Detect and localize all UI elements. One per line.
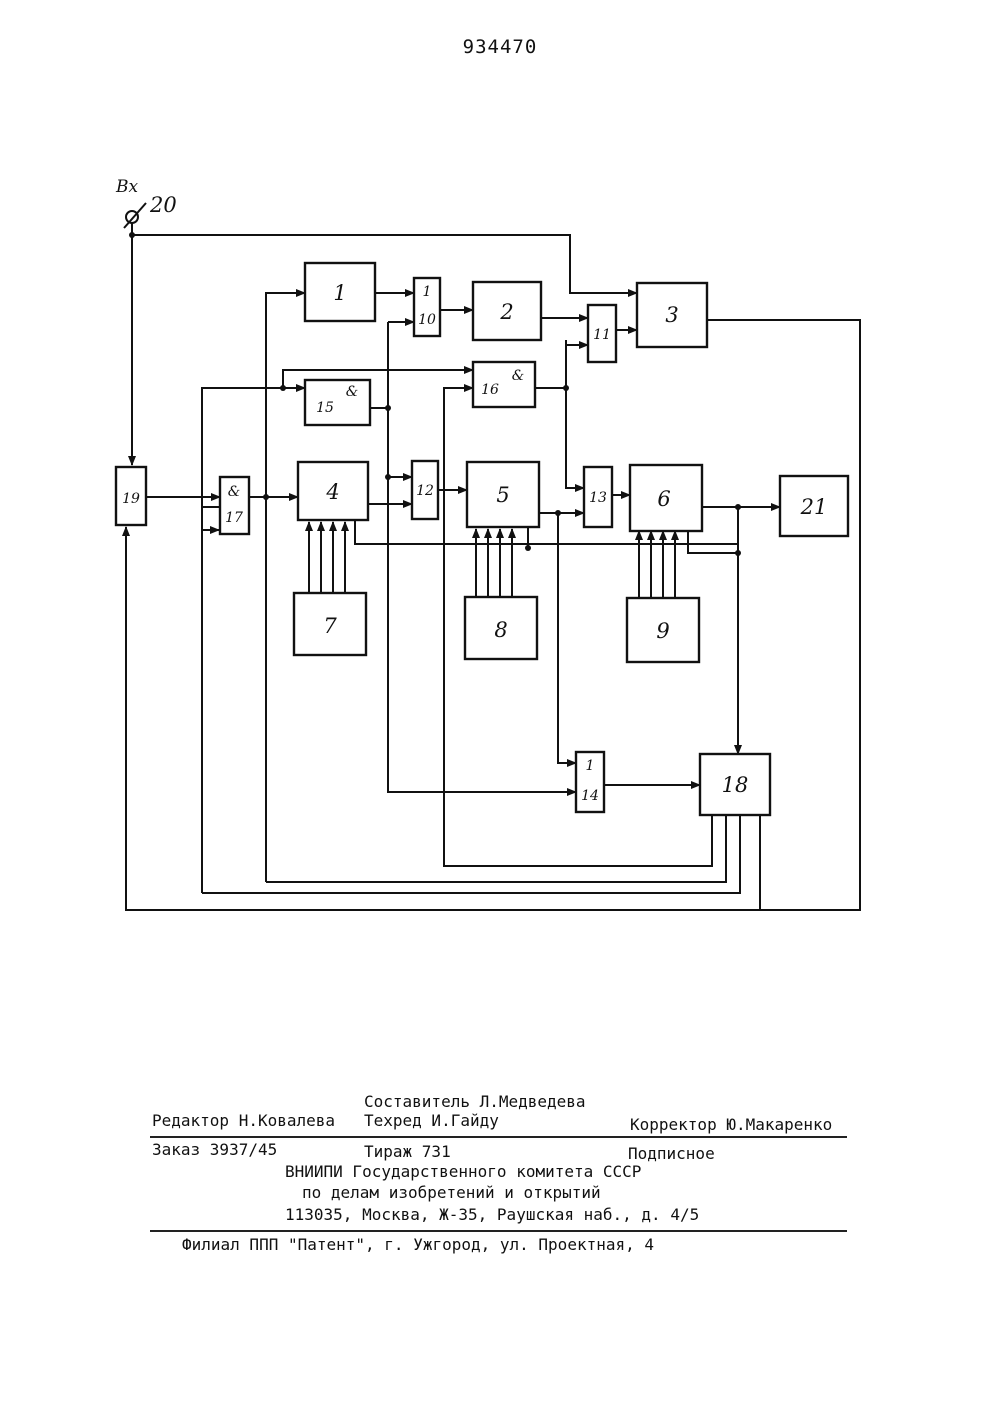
svg-text:8: 8 [494, 618, 507, 642]
svg-text:14: 14 [581, 788, 599, 804]
svg-text:15: 15 [316, 400, 334, 416]
block-9: 9 [627, 598, 699, 662]
block-4: 4 [298, 462, 368, 520]
corrector-line: Корректор Ю.Макаренко [630, 1116, 832, 1134]
block-5: 5 [467, 462, 539, 527]
block-13: 13 [584, 467, 612, 527]
svg-text:5: 5 [496, 483, 509, 507]
block-2: 2 [473, 282, 541, 340]
address-line: 113035, Москва, Ж-35, Раушская наб., д. … [285, 1206, 699, 1224]
svg-text:3: 3 [665, 303, 678, 327]
svg-text:11: 11 [593, 327, 611, 343]
svg-text:16: 16 [481, 382, 499, 398]
input-label: Вх [115, 177, 138, 197]
input-terminal [124, 203, 146, 228]
and-gate-15: 15 & [305, 380, 370, 425]
svg-text:19: 19 [122, 491, 140, 507]
svg-text:13: 13 [589, 490, 607, 506]
block-18: 18 [700, 754, 770, 815]
organization-line-2: по делам изобретений и открытий [302, 1184, 601, 1202]
organization-line-1: ВНИИПИ Государственного комитета СССР [285, 1163, 641, 1181]
svg-text:17: 17 [225, 510, 243, 526]
footer-rule-bottom [150, 1230, 847, 1232]
block-3: 3 [637, 283, 707, 347]
or-gate-14: 1 14 [576, 752, 604, 812]
block-diagram: Вх 20 [0, 0, 1000, 960]
block-7: 7 [294, 593, 366, 655]
svg-text:&: & [228, 484, 240, 500]
block-11: 11 [588, 305, 616, 362]
print-run-line: Тираж 731 [364, 1143, 451, 1161]
input-number: 20 [149, 193, 177, 217]
block-21: 21 [780, 476, 848, 536]
branch-line: Филиал ППП "Патент", г. Ужгород, ул. Про… [182, 1236, 654, 1254]
svg-text:12: 12 [416, 483, 434, 499]
svg-text:1: 1 [423, 284, 432, 300]
block-8: 8 [465, 597, 537, 659]
svg-text:21: 21 [800, 495, 828, 519]
techred-line: Техред И.Гайду [364, 1112, 499, 1130]
svg-text:&: & [346, 384, 358, 400]
editor-line: Редактор Н.Ковалева [152, 1112, 335, 1130]
and-gate-16: 16 & [473, 362, 535, 407]
svg-text:2: 2 [499, 300, 513, 324]
block-1: 1 [305, 263, 375, 321]
or-gate-10: 1 10 [414, 278, 440, 336]
svg-text:4: 4 [325, 480, 339, 504]
footer-rule-top [150, 1136, 847, 1138]
svg-text:1: 1 [333, 281, 346, 305]
svg-text:&: & [512, 368, 524, 384]
and-gate-17: & 17 [220, 477, 249, 534]
svg-text:9: 9 [656, 619, 669, 643]
svg-text:7: 7 [323, 614, 337, 638]
block-19: 19 [116, 467, 146, 525]
compiler-line: Составитель Л.Медведева [364, 1093, 586, 1111]
svg-text:18: 18 [722, 773, 749, 797]
block-6: 6 [630, 465, 702, 531]
block-12: 12 [412, 461, 438, 519]
subscription-line: Подписное [628, 1145, 715, 1163]
svg-text:10: 10 [418, 312, 436, 328]
svg-text:1: 1 [586, 758, 595, 774]
order-line: Заказ 3937/45 [152, 1141, 277, 1159]
svg-text:6: 6 [657, 487, 670, 511]
